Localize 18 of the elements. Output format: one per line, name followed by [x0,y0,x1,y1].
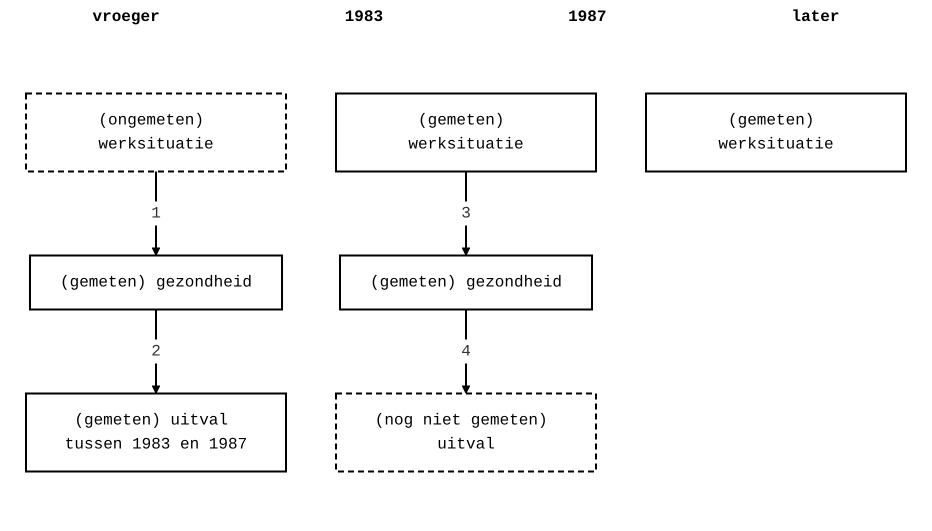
column-heading: 1987 [568,8,606,26]
arrow [152,310,160,394]
node-box: (gemeten) gezondheid [338,254,594,310]
edge-label: 2 [151,342,161,360]
edge-label: 4 [461,342,471,360]
column-heading: vroeger [92,8,160,26]
node-box: (gemeten) werksituatie [335,92,597,172]
node-box: (nog niet gemeten) uitval [335,392,597,472]
edge-label: 3 [461,204,471,222]
node-box: (gemeten) uitval tussen 1983 en 1987 [25,392,287,472]
arrow [462,310,470,394]
arrow [462,172,470,256]
node-box: (gemeten) gezondheid [28,254,284,310]
node-box: (ongemeten) werksituatie [25,92,287,172]
column-heading: 1983 [344,8,384,26]
node-box: (gemeten) werksituatie [645,92,907,172]
edge-label: 1 [151,204,161,222]
column-heading: later [791,8,840,26]
